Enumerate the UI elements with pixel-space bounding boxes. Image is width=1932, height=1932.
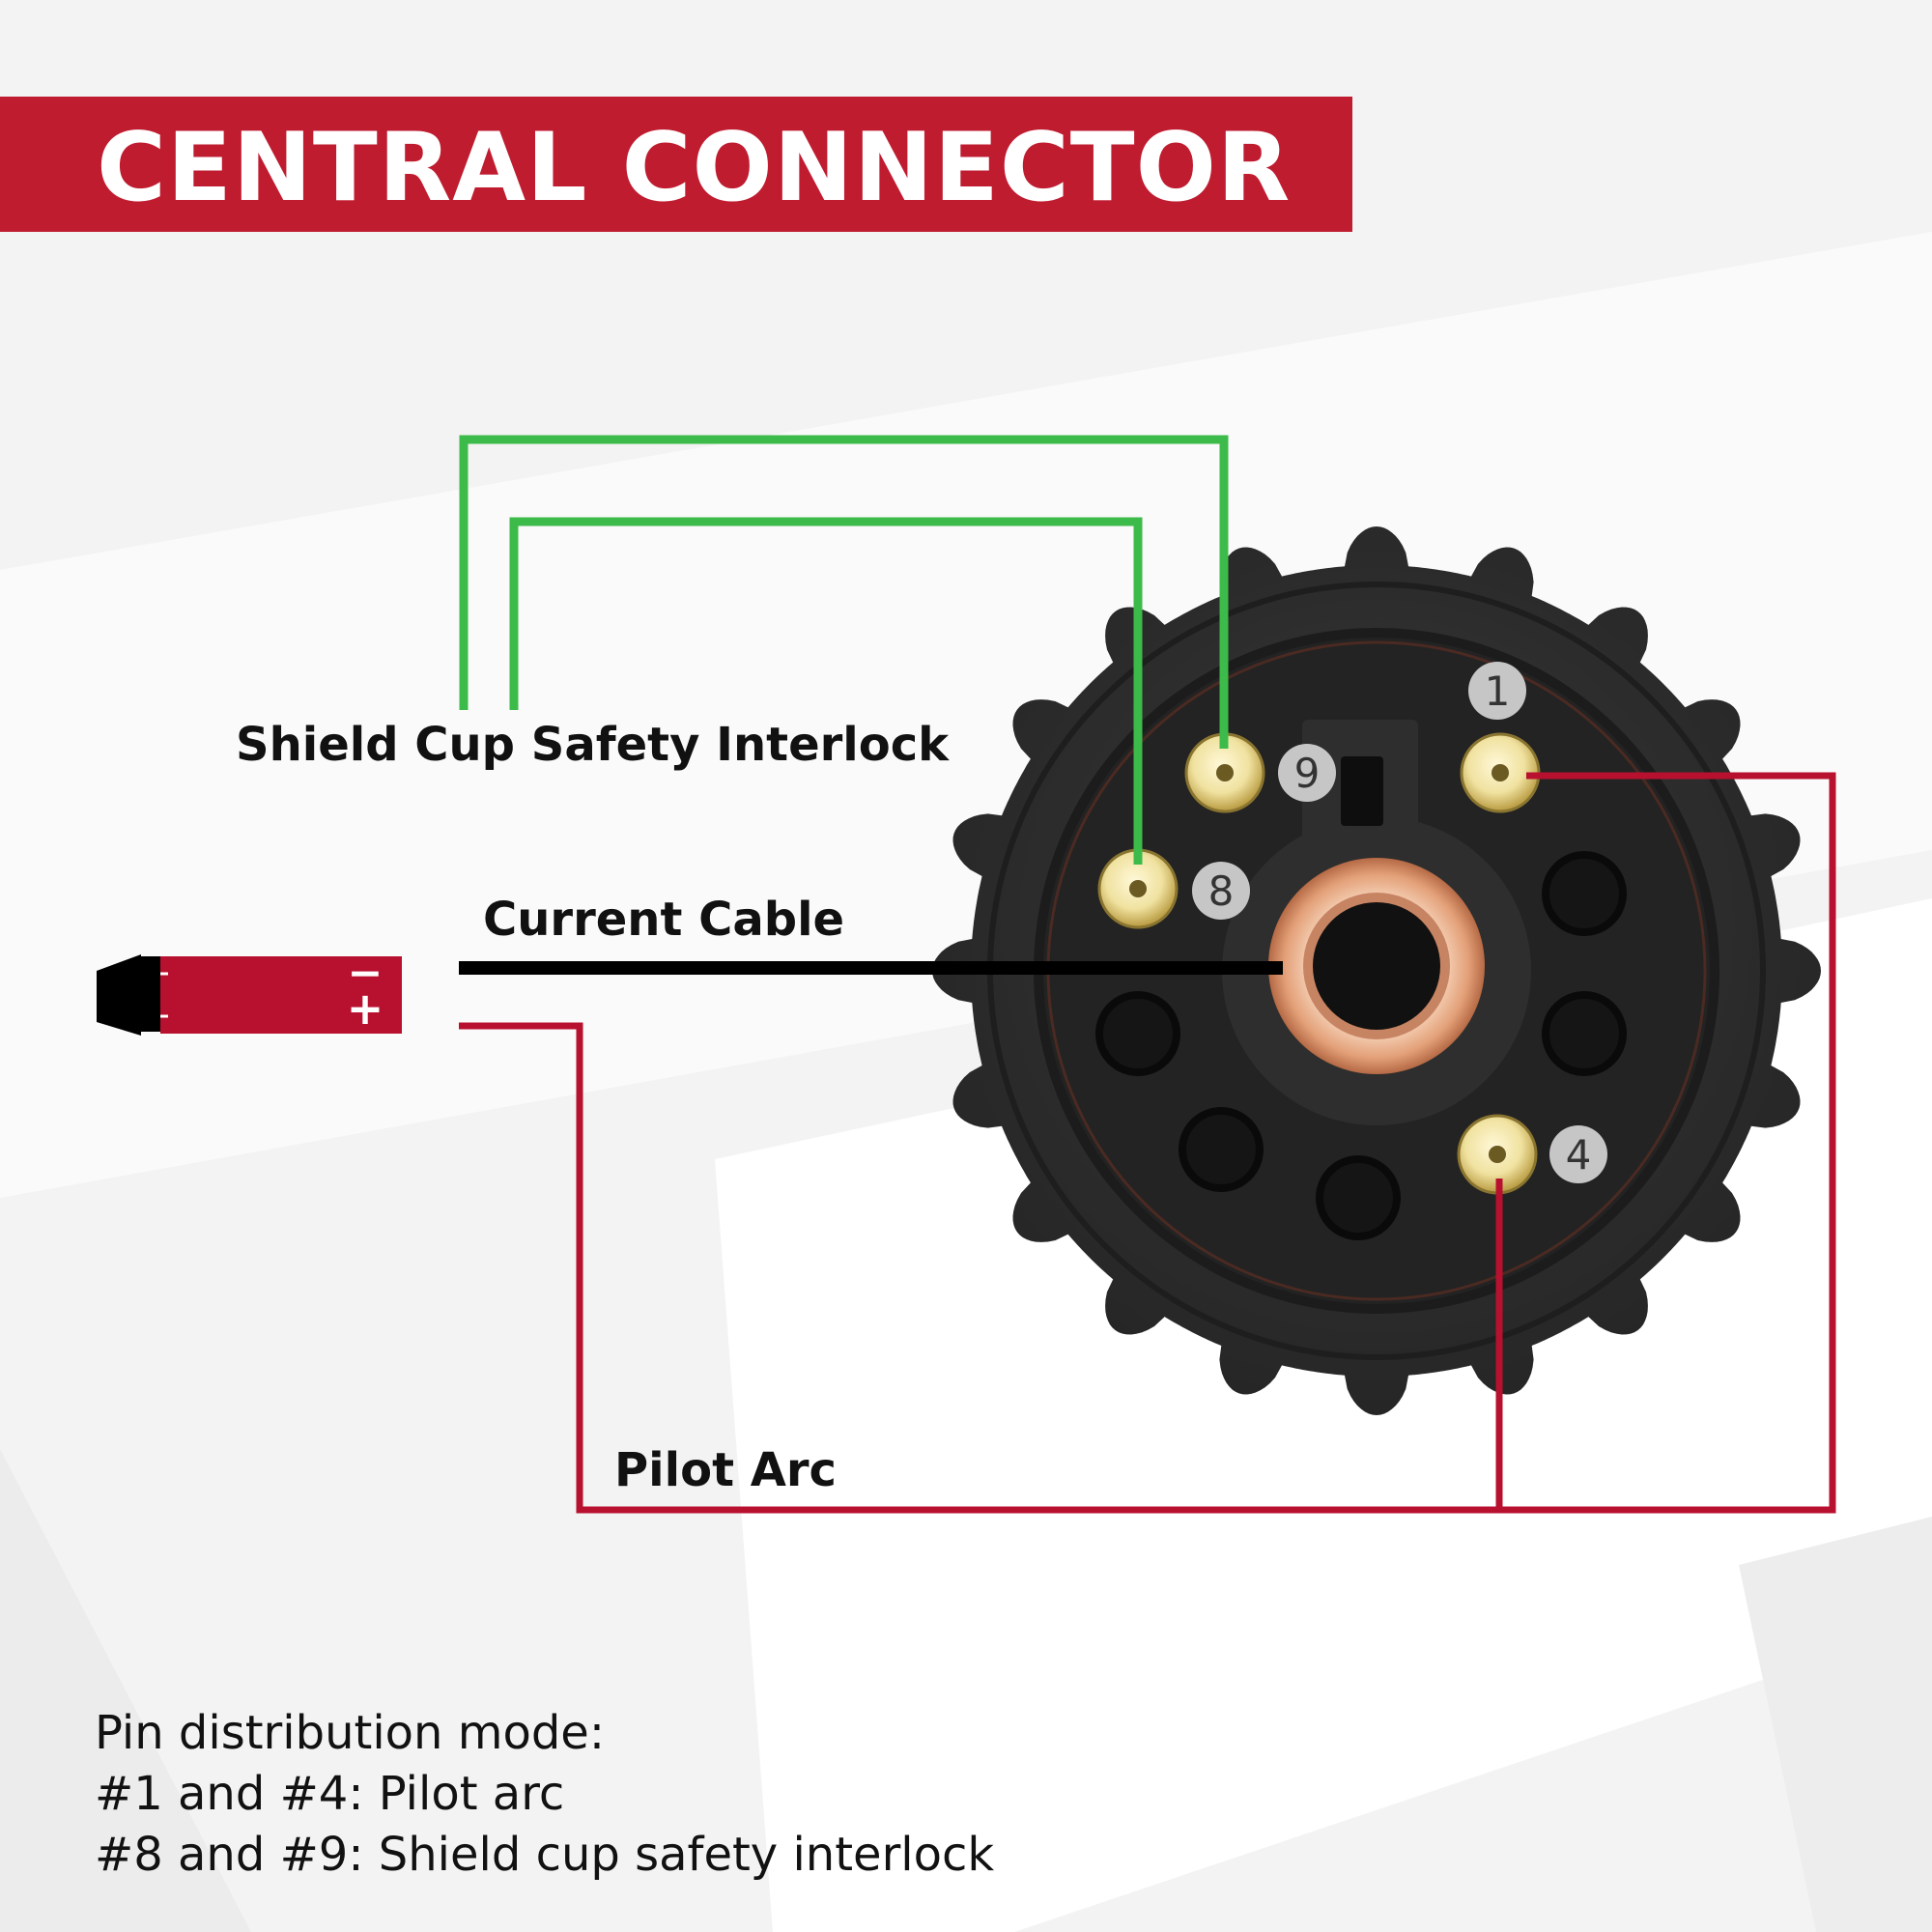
notes-line-1: #1 and #4: Pilot arc xyxy=(95,1767,564,1821)
terminal-plus: + xyxy=(347,982,384,1035)
center-contact xyxy=(1268,858,1485,1074)
wire-pin-1 xyxy=(1499,772,1836,1514)
pin-1-badge: 1 xyxy=(1485,668,1511,715)
wire-pin-9 xyxy=(459,435,1229,749)
wire-pin-8 xyxy=(509,517,1143,865)
title-banner: CENTRAL CONNECTOR xyxy=(0,97,1352,232)
current-cable-label: Current Cable xyxy=(483,893,844,947)
page-title: CENTRAL CONNECTOR xyxy=(97,113,1291,223)
wire-pin-4 xyxy=(459,1022,1503,1514)
power-terminal: − + xyxy=(97,949,402,1036)
pilot-arc-wires xyxy=(459,772,1836,1514)
pin-badges: 1 9 8 4 xyxy=(1192,662,1607,1183)
empty-sockets xyxy=(1095,851,1627,1240)
gold-pins xyxy=(1097,732,1541,1195)
terminal-minus: − xyxy=(348,949,384,998)
pin-distribution-notes: Pin distribution mode: #1 and #4: Pilot … xyxy=(95,1706,994,1882)
shield-cup-label: Shield Cup Safety Interlock xyxy=(236,718,950,772)
notes-heading: Pin distribution mode: xyxy=(95,1706,605,1760)
notes-line-2: #8 and #9: Shield cup safety interlock xyxy=(95,1828,994,1882)
shield-cup-wires xyxy=(459,435,1229,865)
pin-9-badge: 9 xyxy=(1294,750,1321,797)
pin-4-badge: 4 xyxy=(1566,1131,1592,1179)
pin-8-badge: 8 xyxy=(1208,867,1235,915)
pin-4 xyxy=(1457,1114,1538,1195)
pilot-arc-label: Pilot Arc xyxy=(614,1443,837,1497)
